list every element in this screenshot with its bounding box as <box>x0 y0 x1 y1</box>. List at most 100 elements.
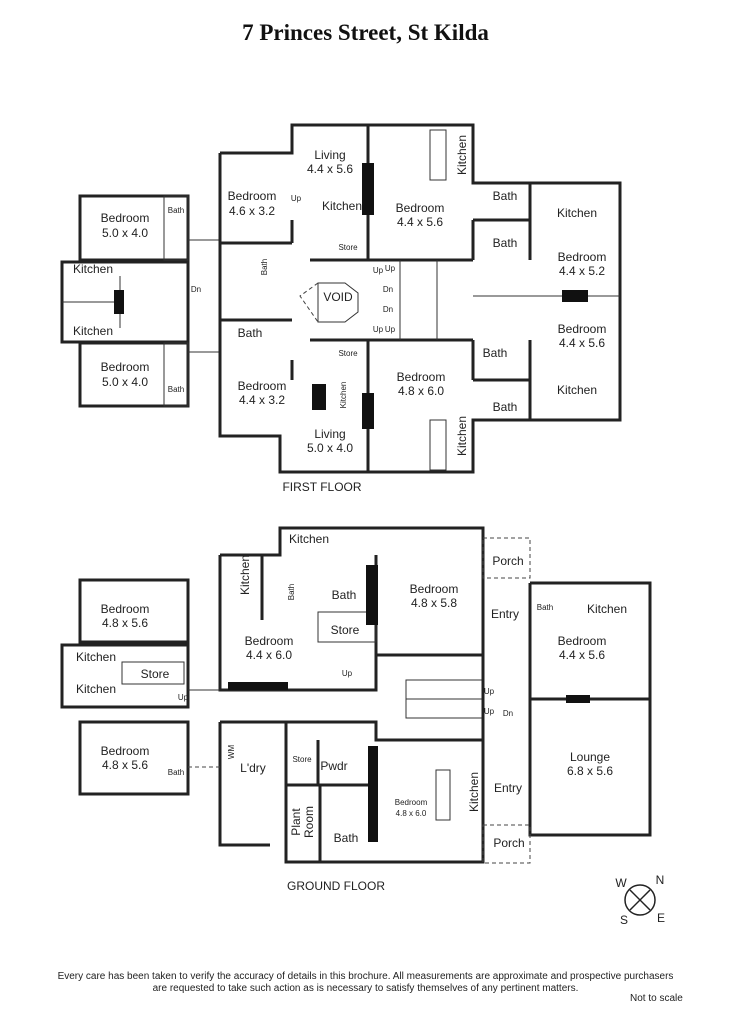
room-kitchen: Kitchen <box>322 199 362 213</box>
room-bath: Bath <box>483 346 508 360</box>
room-bedroom: Bedroom <box>101 744 150 758</box>
room-store: Store <box>338 243 358 252</box>
room-bath: Bath <box>493 400 518 414</box>
first-floor-walls <box>60 123 622 474</box>
room-size: 6.8 x 5.6 <box>567 764 613 778</box>
room-living: Living <box>314 148 345 162</box>
room-powder: Pwdr <box>320 759 347 773</box>
room-kitchen: Kitchen <box>467 772 481 812</box>
room-size: 4.8 x 6.0 <box>398 384 444 398</box>
page-title: 7 Princes Street, St Kilda <box>242 20 489 45</box>
room-plant-room: Room <box>302 806 316 838</box>
void-label: VOID <box>323 290 353 304</box>
room-size: 4.4 x 5.2 <box>559 264 605 278</box>
room-bath: Bath <box>334 831 359 845</box>
room-bedroom: Bedroom <box>395 798 428 807</box>
room-bath: Bath <box>332 588 357 602</box>
stair-label: Up <box>342 669 353 678</box>
compass: W N S E <box>615 873 665 927</box>
stair-label: Up <box>373 266 384 275</box>
stair-label: Up <box>385 264 396 273</box>
room-size: 4.8 x 5.8 <box>411 596 457 610</box>
room-size: 4.4 x 5.6 <box>559 648 605 662</box>
room-bedroom: Bedroom <box>396 201 445 215</box>
room-bedroom: Bedroom <box>228 189 277 203</box>
room-bedroom: Bedroom <box>101 211 150 225</box>
room-kitchen: Kitchen <box>455 135 469 175</box>
room-entry: Entry <box>494 781 522 795</box>
room-store: Store <box>338 349 358 358</box>
disclaimer-line-2: are requested to take such action as is … <box>152 983 579 994</box>
room-bath: Bath <box>168 385 184 394</box>
room-size: 5.0 x 4.0 <box>307 441 353 455</box>
room-size: 4.8 x 5.6 <box>102 616 148 630</box>
room-lounge: Lounge <box>570 750 610 764</box>
compass-w: W <box>615 876 627 890</box>
room-bath: Bath <box>168 768 184 777</box>
room-kitchen: Kitchen <box>76 682 116 696</box>
room-store: Store <box>141 667 170 681</box>
stair-label: Dn <box>191 285 201 294</box>
stair-label: Up <box>291 194 302 203</box>
room-kitchen: Kitchen <box>238 555 252 595</box>
room-plant: Plant <box>289 808 303 836</box>
compass-e: E <box>657 911 665 925</box>
room-size: 4.4 x 5.6 <box>307 162 353 176</box>
room-living: Living <box>314 427 345 441</box>
ground-floor-label: GROUND FLOOR <box>287 879 385 893</box>
room-store: Store <box>292 755 312 764</box>
room-kitchen: Kitchen <box>339 382 348 409</box>
not-to-scale-note: Not to scale <box>630 993 683 1004</box>
first-floor-labels: Bedroom 5.0 x 4.0 Bath Kitchen Kitchen B… <box>73 135 606 494</box>
room-bedroom: Bedroom <box>101 602 150 616</box>
stair-label: Up <box>385 325 396 334</box>
room-bedroom: Bedroom <box>245 634 294 648</box>
stair-label: Dn <box>383 305 393 314</box>
ground-floor-walls <box>60 526 652 864</box>
room-size: 4.8 x 6.0 <box>396 809 427 818</box>
room-kitchen: Kitchen <box>76 650 116 664</box>
first-floor-label: FIRST FLOOR <box>282 480 361 494</box>
stair-label: Dn <box>383 285 393 294</box>
room-entry: Entry <box>491 607 519 621</box>
stair-label: Up <box>373 325 384 334</box>
room-size: 4.4 x 5.6 <box>397 215 443 229</box>
room-kitchen: Kitchen <box>557 206 597 220</box>
room-bath: Bath <box>168 206 184 215</box>
room-kitchen: Kitchen <box>557 383 597 397</box>
room-bedroom: Bedroom <box>558 322 607 336</box>
room-bath: Bath <box>493 189 518 203</box>
room-bedroom: Bedroom <box>397 370 446 384</box>
room-bath: Bath <box>537 603 553 612</box>
room-size: 4.6 x 3.2 <box>229 204 275 218</box>
room-bedroom: Bedroom <box>558 634 607 648</box>
room-bedroom: Bedroom <box>238 379 287 393</box>
room-kitchen: Kitchen <box>289 532 329 546</box>
room-bedroom: Bedroom <box>410 582 459 596</box>
compass-n: N <box>656 873 665 887</box>
ground-floor-labels: Kitchen Porch Bedroom 4.8 x 5.8 Kitchen … <box>76 532 627 893</box>
room-kitchen: Kitchen <box>73 262 113 276</box>
room-kitchen: Kitchen <box>73 324 113 338</box>
disclaimer: Every care has been taken to verify the … <box>0 971 731 995</box>
stair-label: Up <box>178 693 189 702</box>
room-size: 5.0 x 4.0 <box>102 375 148 389</box>
room-bath: Bath <box>260 259 269 275</box>
room-size: 4.4 x 6.0 <box>246 648 292 662</box>
room-size: 4.4 x 5.6 <box>559 336 605 350</box>
room-kitchen: Kitchen <box>455 416 469 456</box>
room-size: 5.0 x 4.0 <box>102 226 148 240</box>
room-bath: Bath <box>287 584 296 600</box>
room-size: 4.8 x 5.6 <box>102 758 148 772</box>
disclaimer-line-1: Every care has been taken to verify the … <box>57 971 674 982</box>
room-laundry: L'dry <box>240 761 266 775</box>
compass-icon <box>624 884 656 916</box>
room-bath: Bath <box>493 236 518 250</box>
room-bath: Bath <box>238 326 263 340</box>
room-kitchen: Kitchen <box>587 602 627 616</box>
room-porch: Porch <box>493 836 524 850</box>
room-size: 4.4 x 3.2 <box>239 393 285 407</box>
room-bedroom: Bedroom <box>101 360 150 374</box>
stair-label: Up <box>484 707 495 716</box>
